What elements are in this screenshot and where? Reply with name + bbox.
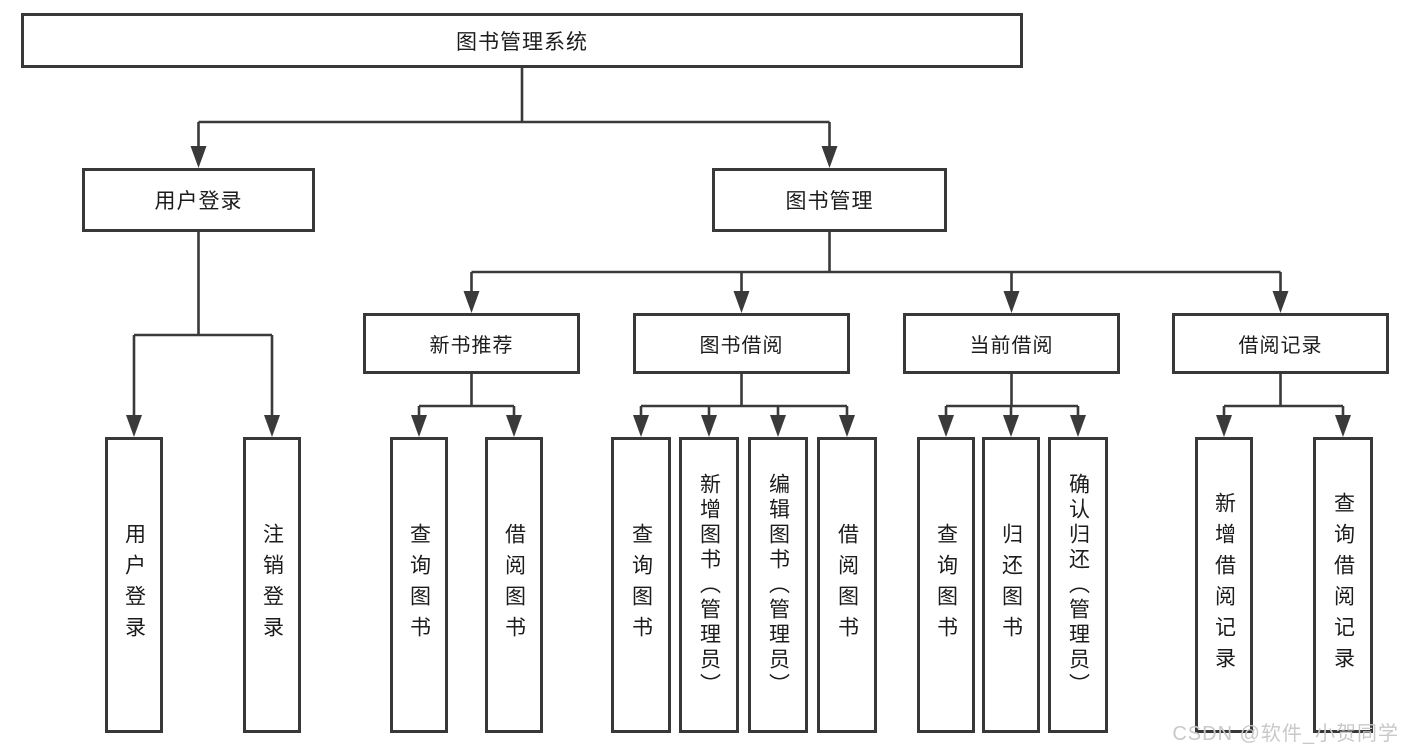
arrowhead <box>190 146 207 168</box>
arrowhead <box>506 415 522 437</box>
leaf-label: 查询图书 <box>629 523 653 647</box>
connector-book-management-to-level3 <box>463 232 1289 313</box>
arrowhead <box>1335 415 1351 437</box>
leaf-label: 归还图书 <box>999 523 1023 647</box>
leaf-label: 编辑图书（管理员） <box>766 472 790 698</box>
leaf-query-borrow-record: 查询借阅记录 <box>1313 437 1373 733</box>
leaf-logout-login: 注销登录 <box>243 437 301 733</box>
node-user-login: 用户登录 <box>82 168 315 232</box>
arrowhead <box>821 146 838 168</box>
leaf-edit-book-admin: 编辑图书（管理员） <box>748 437 808 733</box>
watermark: CSDN @软件_小贺同学 <box>1172 723 1399 745</box>
node-label: 借阅记录 <box>1238 335 1323 357</box>
node-book-management: 图书管理 <box>712 168 947 232</box>
leaf-query-books-borrow: 查询图书 <box>611 437 671 733</box>
arrowhead <box>1216 415 1232 437</box>
arrowhead <box>463 291 480 313</box>
leaf-user-login: 用户登录 <box>105 437 163 733</box>
leaf-confirm-return-admin: 确认归还（管理员） <box>1048 437 1108 733</box>
connector-book-borrow-children <box>633 374 855 437</box>
node-borrow-record: 借阅记录 <box>1172 313 1389 374</box>
connector-current-borrow-children <box>938 374 1086 437</box>
arrowhead <box>1070 415 1086 437</box>
arrowhead <box>126 415 142 437</box>
leaf-label: 查询借阅记录 <box>1331 492 1355 678</box>
leaf-label: 新增借阅记录 <box>1212 492 1236 678</box>
connector-new-book-children <box>411 374 522 437</box>
node-root: 图书管理系统 <box>21 13 1023 68</box>
arrowhead <box>1003 415 1019 437</box>
leaf-query-books-current: 查询图书 <box>917 437 975 733</box>
node-root-label: 图书管理系统 <box>456 30 588 54</box>
leaf-borrow-books: 借阅图书 <box>817 437 877 733</box>
arrowhead <box>1003 291 1020 313</box>
arrowhead <box>839 415 855 437</box>
node-label: 用户登录 <box>154 190 243 213</box>
node-label: 新书推荐 <box>429 335 514 357</box>
arrowhead <box>938 415 954 437</box>
leaf-label: 借阅图书 <box>835 523 859 647</box>
node-label: 图书管理 <box>785 190 874 213</box>
leaf-query-books-recommend: 查询图书 <box>390 437 448 733</box>
arrowhead <box>770 415 786 437</box>
arrowhead <box>264 415 280 437</box>
arrowhead <box>411 415 427 437</box>
node-new-book-recommend: 新书推荐 <box>363 313 580 374</box>
connector-root-to-level2 <box>190 68 838 168</box>
node-current-borrow: 当前借阅 <box>903 313 1120 374</box>
leaf-borrow-books-recommend: 借阅图书 <box>485 437 543 733</box>
leaf-return-books: 归还图书 <box>982 437 1040 733</box>
leaf-label: 确认归还（管理员） <box>1066 472 1090 698</box>
node-book-borrow: 图书借阅 <box>633 313 850 374</box>
leaf-label: 查询图书 <box>934 523 958 647</box>
connector-borrow-record-children <box>1216 374 1351 437</box>
arrowhead <box>733 291 750 313</box>
leaf-label: 新增图书（管理员） <box>697 472 721 698</box>
leaf-label: 借阅图书 <box>502 523 526 647</box>
node-label: 当前借阅 <box>969 335 1054 357</box>
leaf-label: 查询图书 <box>407 523 431 647</box>
arrowhead <box>701 415 717 437</box>
leaf-add-borrow-record: 新增借阅记录 <box>1195 437 1253 733</box>
leaf-label: 用户登录 <box>122 523 146 647</box>
arrowhead <box>1272 291 1289 313</box>
arrowhead <box>633 415 649 437</box>
leaf-label: 注销登录 <box>260 523 284 647</box>
leaf-add-book-admin: 新增图书（管理员） <box>679 437 739 733</box>
node-label: 图书借阅 <box>699 335 784 357</box>
connector-user-login-children <box>126 232 280 437</box>
